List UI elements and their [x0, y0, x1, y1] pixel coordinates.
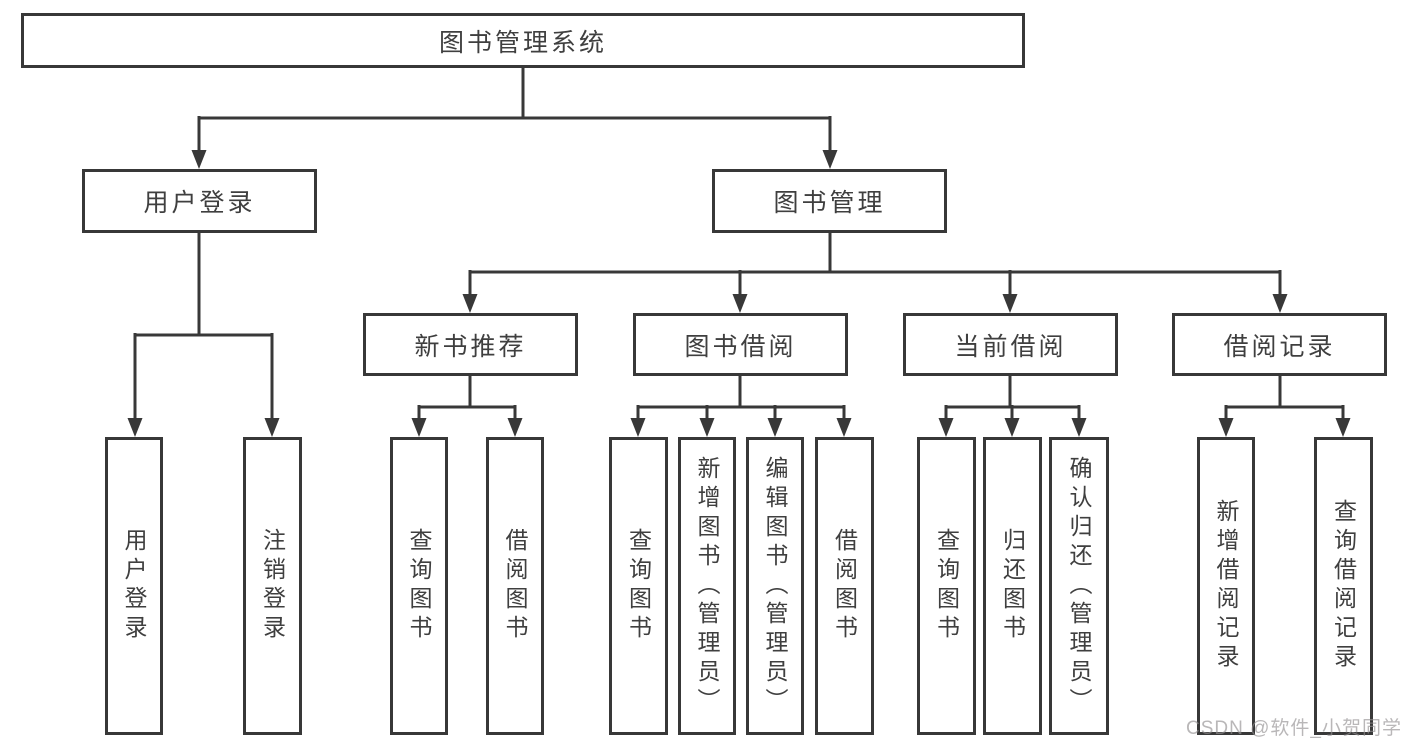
- node-user-login-label: 用户登录: [143, 189, 256, 217]
- leaf-borrow-books: 借阅图书: [815, 437, 874, 735]
- leaf-logout-login: 注销登录: [243, 437, 302, 735]
- csdn-watermark: CSDN @软件_小贺同学: [1186, 718, 1402, 739]
- leaf-user-login-label: 用户登录: [121, 528, 147, 644]
- leaf-query-books-borrowing: 查询图书: [609, 437, 668, 735]
- node-root: 图书管理系统: [21, 13, 1025, 68]
- node-new-book-recommend-label: 新书推荐: [414, 332, 527, 361]
- leaf-query-borrow-record-label: 查询借阅记录: [1330, 499, 1357, 673]
- node-borrowing-records-label: 借阅记录: [1223, 332, 1336, 361]
- leaf-add-borrow-record-label: 新增借阅记录: [1213, 499, 1239, 673]
- leaf-return-books: 归还图书: [983, 437, 1042, 735]
- node-current-borrowing: 当前借阅: [903, 313, 1118, 376]
- leaf-query-books-borrowing-label: 查询图书: [625, 528, 652, 644]
- leaf-query-books-current: 查询图书: [917, 437, 976, 735]
- node-root-label: 图书管理系统: [438, 28, 607, 57]
- node-current-borrowing-label: 当前借阅: [954, 332, 1067, 361]
- leaf-borrow-books-label: 借阅图书: [831, 528, 858, 644]
- node-borrowing-records: 借阅记录: [1172, 313, 1387, 376]
- leaf-query-books-current-label: 查询图书: [933, 528, 960, 644]
- leaf-confirm-return-admin: 确认归还（管理员）: [1049, 437, 1109, 735]
- node-new-book-recommend: 新书推荐: [363, 313, 578, 376]
- node-book-borrowing: 图书借阅: [633, 313, 848, 376]
- node-user-login: 用户登录: [82, 169, 317, 233]
- leaf-edit-books-admin: 编辑图书（管理员）: [746, 437, 804, 735]
- leaf-query-borrow-record: 查询借阅记录: [1314, 437, 1373, 735]
- leaf-logout-login-label: 注销登录: [259, 528, 286, 644]
- leaf-add-books-admin: 新增图书（管理员）: [678, 437, 736, 735]
- leaf-query-books-recommend-label: 查询图书: [406, 528, 432, 644]
- node-book-borrowing-label: 图书借阅: [684, 332, 797, 361]
- leaf-query-books-recommend: 查询图书: [390, 437, 448, 735]
- leaf-add-books-admin-label: 新增图书（管理员）: [694, 455, 720, 717]
- node-book-management-label: 图书管理: [773, 189, 886, 217]
- leaf-return-books-label: 归还图书: [999, 528, 1026, 644]
- leaf-borrow-books-recommend-label: 借阅图书: [502, 528, 528, 644]
- leaf-confirm-return-admin-label: 确认归还（管理员）: [1066, 455, 1092, 717]
- node-book-management: 图书管理: [712, 169, 947, 233]
- leaf-edit-books-admin-label: 编辑图书（管理员）: [762, 455, 788, 717]
- leaf-add-borrow-record: 新增借阅记录: [1197, 437, 1255, 735]
- leaf-user-login: 用户登录: [105, 437, 163, 735]
- leaf-borrow-books-recommend: 借阅图书: [486, 437, 544, 735]
